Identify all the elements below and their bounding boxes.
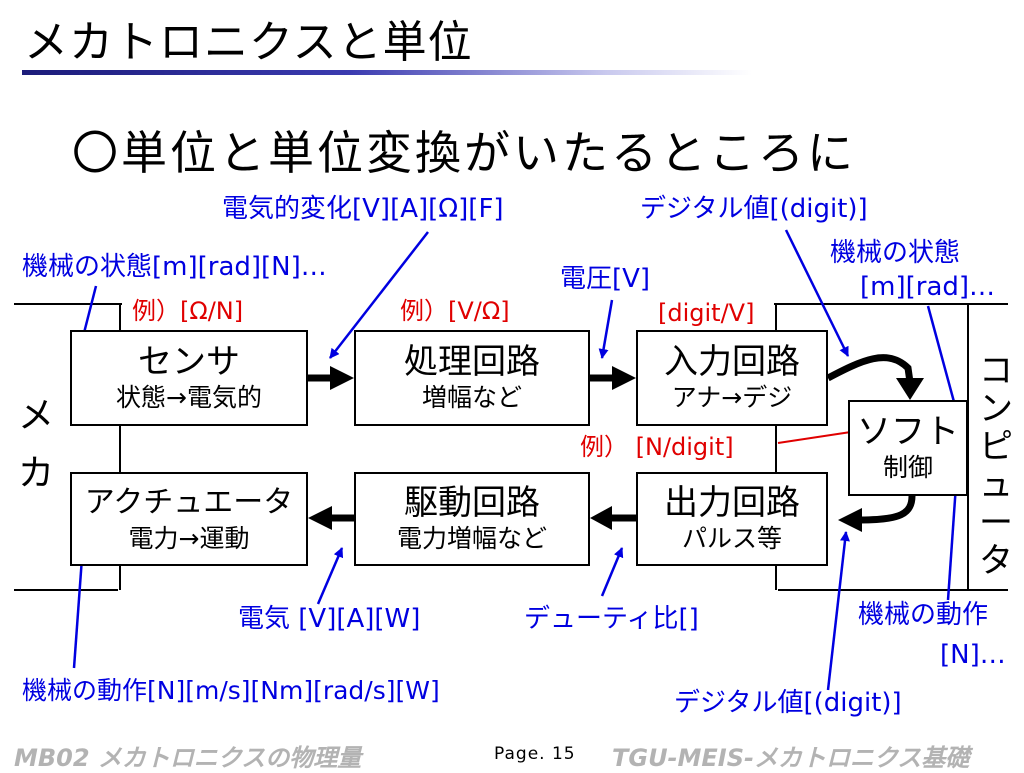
annotation-digital-value-bottom: デジタル値[(digit)] bbox=[674, 688, 902, 718]
annotation-machine-motion-left: 機械の動作[N][m/s][Nm][rad/s][W] bbox=[22, 676, 440, 705]
subtitle: 〇単位と単位変換がいたるところに bbox=[72, 126, 856, 180]
computer-label: コ ン ピ ュ ー タ bbox=[974, 352, 1018, 580]
signal-arrow-output-to-drive bbox=[590, 506, 636, 530]
output-circuit-box: 出力回路 パルス等 bbox=[636, 472, 828, 566]
actuator-title: アクチュエータ bbox=[84, 485, 294, 520]
annotation-machine-state-right-1: 機械の状態 bbox=[830, 238, 961, 268]
computer-char: ピ bbox=[979, 427, 1013, 467]
title-underline bbox=[22, 70, 752, 75]
example-processing: 例）[V/Ω] bbox=[400, 297, 510, 325]
input-circuit-title: 入力回路 bbox=[664, 342, 800, 382]
drive-circuit-box: 駆動回路 電力増幅など bbox=[354, 472, 590, 566]
sensor-subtitle: 状態→電気的 bbox=[116, 383, 262, 412]
mecha-label: メ カ bbox=[14, 394, 58, 496]
mecha-char: メ bbox=[17, 395, 54, 436]
computer-char: コ bbox=[979, 351, 1013, 391]
annotation-machine-motion-right-1: 機械の動作 bbox=[858, 600, 989, 630]
example-sensor: 例）[Ω/N] bbox=[132, 297, 244, 325]
annotation-electricity: 電気 [V][A][W] bbox=[238, 604, 421, 634]
annotation-machine-state-left: 機械の状態[m][rad][N]… bbox=[22, 252, 327, 282]
sensor-title: センサ bbox=[138, 342, 240, 382]
annotation-voltage: 電圧[V] bbox=[560, 264, 651, 294]
processing-circuit-title: 処理回路 bbox=[404, 342, 540, 382]
pointer-electricity bbox=[316, 547, 344, 605]
software-subtitle: 制御 bbox=[882, 453, 933, 482]
annotation-electrical-change: 電気的変化[V][A][Ω][F] bbox=[222, 194, 504, 224]
sensor-box: センサ 状態→電気的 bbox=[70, 330, 308, 426]
pointer-digital-value-top bbox=[784, 229, 850, 357]
annotation-digital-value-top: デジタル値[(digit)] bbox=[640, 194, 868, 224]
annotation-duty-ratio: デューティ比[] bbox=[524, 604, 699, 634]
signal-arrow-software-to-output bbox=[838, 495, 916, 532]
pointer-digital-value-bottom bbox=[826, 531, 850, 691]
mecha-char: カ bbox=[17, 453, 54, 494]
page-title: メカトロニクスと単位 bbox=[24, 17, 473, 68]
example-input: [digit/V] bbox=[658, 299, 755, 327]
annotation-machine-state-right-2: [m][rad]… bbox=[860, 272, 996, 302]
drive-circuit-title: 駆動回路 bbox=[404, 483, 540, 523]
processing-circuit-box: 処理回路 増幅など bbox=[354, 330, 590, 426]
software-title: ソフト bbox=[857, 412, 959, 452]
footer-page-number: Page. 15 bbox=[494, 744, 576, 764]
signal-arrow-drive-to-actuator bbox=[308, 506, 354, 530]
input-circuit-box: 入力回路 アナ→デジ bbox=[636, 330, 828, 426]
actuator-subtitle: 電力→運動 bbox=[128, 524, 250, 553]
pointer-voltage bbox=[598, 299, 614, 359]
computer-char: ュ bbox=[979, 465, 1013, 505]
software-box: ソフト 制御 bbox=[848, 400, 968, 496]
pointer-duty-ratio bbox=[600, 547, 624, 597]
example-software: 例） [N/digit] bbox=[580, 433, 734, 461]
footer-series-title: TGU-MEIS-メカトロニクス基礎 bbox=[612, 744, 970, 772]
computer-char: ン bbox=[979, 389, 1013, 429]
actuator-box: アクチュエータ 電力→運動 bbox=[70, 472, 308, 566]
output-circuit-subtitle: パルス等 bbox=[681, 524, 782, 553]
footer-course-title: MB02 メカトロニクスの物理量 bbox=[14, 744, 362, 772]
input-circuit-subtitle: アナ→デジ bbox=[671, 383, 793, 412]
annotation-machine-motion-right-2: [N]… bbox=[940, 640, 1006, 670]
pointer-electrical-change bbox=[329, 231, 429, 359]
computer-char: ー bbox=[979, 503, 1013, 543]
signal-arrow-processing-to-input bbox=[590, 366, 636, 390]
computer-char: タ bbox=[979, 541, 1013, 581]
signal-arrow-input-to-software bbox=[826, 354, 924, 400]
signal-arrow-sensor-to-processing bbox=[308, 366, 354, 390]
drive-circuit-subtitle: 電力増幅など bbox=[396, 524, 547, 553]
processing-circuit-subtitle: 増幅など bbox=[421, 383, 522, 412]
output-circuit-title: 出力回路 bbox=[664, 483, 800, 523]
